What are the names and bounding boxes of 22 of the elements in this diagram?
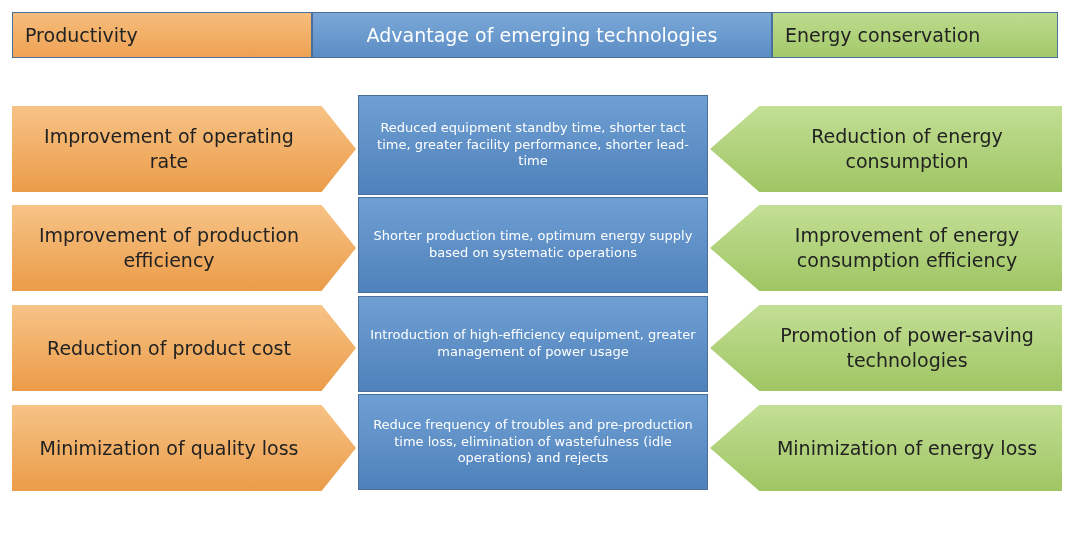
node-label: Productivity [25, 22, 138, 48]
node-label: Improvement of operating rate [43, 124, 295, 174]
node-label: Promotion of power-saving technologies [779, 323, 1035, 373]
description-box [358, 394, 708, 490]
node-label: Minimization of energy loss [776, 435, 1038, 461]
node-label: Reduction of energy consumption [810, 124, 1004, 174]
node-label: Energy conservation [785, 22, 981, 48]
node-label: Advantage of emerging technologies [366, 22, 718, 48]
description-box [358, 95, 708, 195]
node-label: Reduced equipment standby time, shorter tact time, greater facility performance, shorter lead-time [376, 119, 690, 171]
node-label: Reduce frequency of troubles and pre-production time loss, elimination of wastefulness (idle operations) and rejects [372, 416, 694, 468]
node-label: Introduction of high-efficiency equipment, greater management of power usage [369, 327, 697, 361]
node-label: Improvement of energy consumption efficiency [793, 223, 1021, 273]
node-label: Shorter production time, optimum energy supply based on systematic operations [372, 228, 694, 262]
header-bar [772, 12, 1058, 58]
description-box [358, 197, 708, 293]
node-label: Reduction of product cost [47, 335, 291, 361]
header-bar [312, 12, 772, 58]
header-bar [12, 12, 312, 58]
description-box [358, 296, 708, 392]
node-label: Minimization of quality loss [39, 435, 299, 461]
node-label: Improvement of production efficiency [37, 223, 301, 273]
